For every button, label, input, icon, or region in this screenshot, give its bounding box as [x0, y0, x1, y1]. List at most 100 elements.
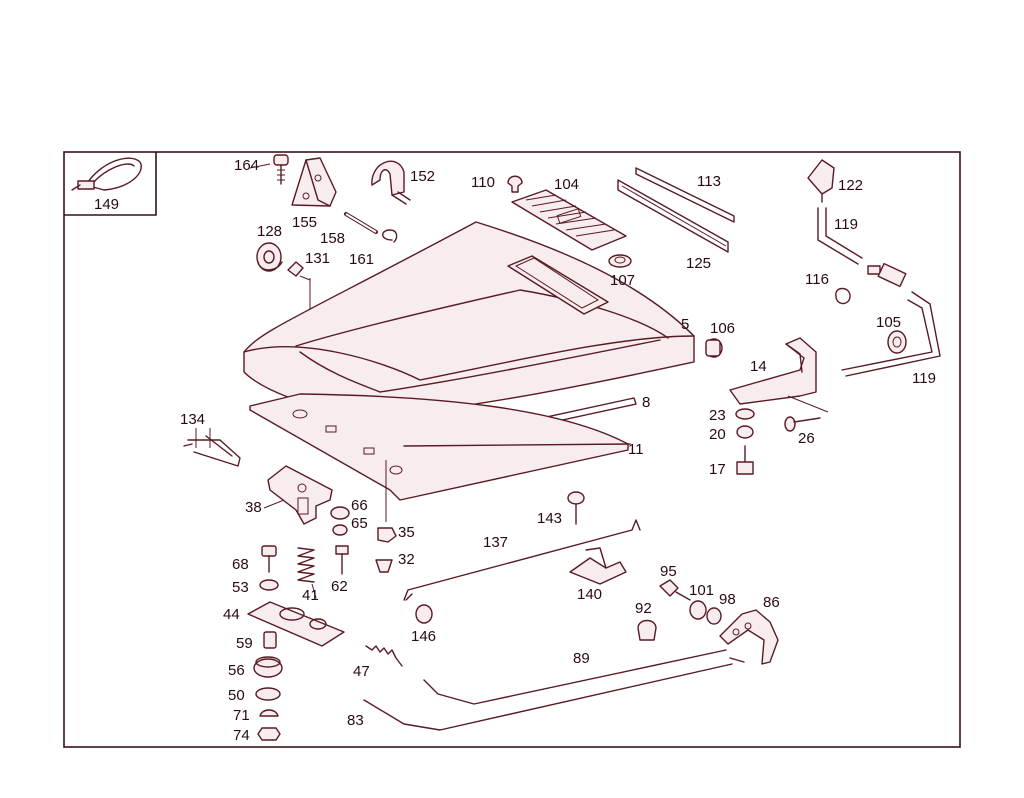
label-11: 11: [628, 441, 644, 458]
label-134: 134: [180, 411, 205, 428]
label-158: 158: [320, 230, 345, 247]
part-23-washer: [735, 408, 755, 420]
label-44: 44: [223, 606, 240, 623]
part-134-bracket: [183, 435, 241, 467]
inset-box: [64, 152, 157, 216]
part-53-washer: [259, 579, 279, 591]
part-152-clip: [371, 160, 411, 205]
label-110: 110: [471, 174, 495, 191]
part-131-clip: [287, 261, 304, 277]
part-140-clip: [569, 547, 627, 585]
label-17: 17: [709, 461, 726, 478]
label-152: 152: [410, 168, 435, 185]
part-11-underpanel: [249, 393, 631, 501]
label-131: 131: [305, 250, 330, 267]
part-95-bolt: [659, 579, 691, 601]
part-98-washer: [706, 607, 722, 625]
label-71: 71: [233, 707, 250, 724]
label-32: 32: [398, 551, 415, 568]
part-158-pin: [344, 212, 378, 234]
label-143: 143: [537, 510, 562, 527]
label-89: 89: [573, 650, 590, 667]
label-105: 105: [876, 314, 901, 331]
part-47-spring: [365, 645, 403, 667]
label-149: 149: [94, 196, 119, 213]
part-149-cable-tie: [71, 157, 142, 191]
label-95: 95: [660, 563, 677, 580]
label-140: 140: [577, 586, 602, 603]
part-92-buffer: [637, 619, 657, 641]
part-137-rod: [403, 519, 641, 601]
label-56: 56: [228, 662, 245, 679]
label-125: 125: [686, 255, 711, 272]
part-105-grommet: [887, 330, 907, 354]
label-26: 26: [798, 430, 815, 447]
label-65: 65: [351, 515, 368, 532]
part-66-washer: [330, 506, 350, 520]
label-104: 104: [554, 176, 579, 193]
label-155: 155: [292, 214, 317, 231]
part-110-clip: [507, 175, 523, 193]
part-68-bolt: [261, 545, 277, 573]
part-38-lock: [267, 465, 333, 525]
part-62-bolt: [335, 545, 349, 575]
label-41: 41: [302, 587, 319, 604]
part-125-seal: [617, 179, 729, 253]
part-119-hose-upper: [817, 207, 863, 265]
label-107: 107: [610, 272, 635, 289]
part-50-washer: [255, 687, 281, 701]
label-53: 53: [232, 579, 249, 596]
part-128-grommet: [256, 242, 283, 272]
label-8: 8: [642, 394, 650, 411]
label-119-upper: 119: [834, 216, 858, 233]
part-59-sleeve: [263, 631, 277, 649]
part-143-screw: [567, 491, 585, 525]
label-47: 47: [353, 663, 370, 680]
part-101-bush: [689, 600, 707, 620]
label-92: 92: [635, 600, 652, 617]
label-23: 23: [709, 407, 726, 424]
label-122: 122: [838, 177, 863, 194]
part-56-buffer: [253, 656, 283, 678]
label-14: 14: [750, 358, 767, 375]
label-161: 161: [349, 251, 374, 268]
part-104-grille: [511, 189, 627, 251]
label-106: 106: [710, 320, 735, 337]
label-128: 128: [257, 223, 282, 240]
part-26-bolt: [784, 416, 821, 432]
label-164: 164: [234, 157, 259, 174]
part-161-circlip: [382, 229, 398, 243]
label-101: 101: [689, 582, 714, 599]
part-17-bolt: [736, 445, 754, 475]
part-14-hinge: [729, 337, 829, 413]
label-119-lower: 119: [912, 370, 936, 387]
part-122-washer-nozzle: [807, 159, 835, 203]
label-137: 137: [483, 534, 508, 551]
label-113: 113: [697, 173, 721, 190]
label-116: 116: [805, 271, 829, 288]
label-66: 66: [351, 497, 368, 514]
part-83-cable: [363, 663, 733, 731]
part-20-washer: [736, 425, 754, 439]
label-5: 5: [681, 316, 689, 333]
label-74: 74: [233, 727, 250, 744]
label-35: 35: [398, 524, 415, 541]
label-68: 68: [232, 556, 249, 573]
part-113-seal-strip: [635, 167, 735, 223]
label-98: 98: [719, 591, 736, 608]
part-164-screw: [273, 154, 289, 185]
label-38: 38: [245, 499, 262, 516]
part-116-connector: [835, 262, 907, 305]
label-62: 62: [331, 578, 348, 595]
part-5-hood: [243, 221, 695, 419]
part-41-spring: [297, 547, 315, 583]
diagram-frame: [63, 151, 961, 748]
label-86: 86: [763, 594, 780, 611]
label-50: 50: [228, 687, 245, 704]
part-107-nut: [608, 254, 632, 268]
part-35-nut: [377, 527, 397, 543]
part-106-buffer: [705, 338, 723, 358]
part-32-buffer: [375, 559, 393, 573]
part-74-nut: [257, 727, 281, 741]
